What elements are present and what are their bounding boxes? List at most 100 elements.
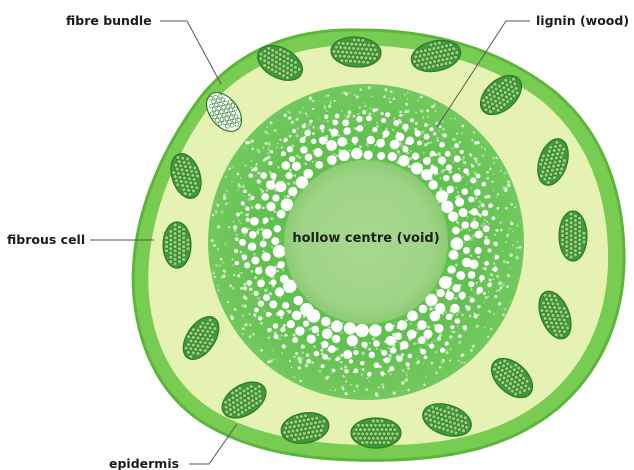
fibrous-cell [380,428,384,432]
fibrous-cell [578,221,582,225]
stipple-dot [503,260,507,264]
stipple-dot [500,229,503,232]
fibrous-cell [380,419,384,423]
stipple-dot [229,168,231,170]
pore [372,127,377,132]
fibrous-cell [287,430,291,434]
stipple-dot [460,355,462,357]
stipple-dot [341,331,343,333]
stipple-dot [406,110,409,113]
stipple-dot [482,155,484,157]
pore [372,108,376,112]
stipple-dot [421,130,424,133]
stipple-dot [445,351,448,354]
fibrous-cell [565,236,569,240]
stipple-dot [474,201,475,202]
stipple-dot [507,180,510,183]
pore [354,368,359,373]
pore [233,225,237,229]
stipple-dot [479,228,481,230]
stipple-dot [320,349,323,352]
fibrous-cell [389,436,393,440]
stipple-dot [257,171,260,174]
stipple-dot [431,341,433,343]
stipple-dot [385,128,388,131]
stipple-dot [333,153,336,156]
fibrous-cell [359,428,363,432]
fibrous-cell [565,249,569,253]
stipple-dot [390,90,393,93]
stipple-dot [255,163,258,166]
stipple-dot [459,341,460,342]
stipple-dot [502,314,505,317]
stipple-dot [504,172,507,175]
stipple-dot [393,391,396,394]
pore [280,275,289,284]
stipple-dot [492,157,494,159]
pore [464,235,471,242]
stipple-dot [461,133,463,135]
fibrous-cell [334,54,338,58]
stipple-dot [496,207,499,210]
stipple-dot [327,95,329,97]
stipple-dot [364,105,367,108]
fibrous-cell [561,225,565,229]
pore [471,221,479,229]
stipple-dot [466,182,467,183]
fibrous-cell [565,227,569,231]
stipple-dot [251,148,254,151]
pore [424,355,428,359]
pore [438,156,446,164]
stipple-dot [437,140,440,143]
fibrous-cell [182,245,186,249]
stipple-dot [215,264,217,266]
stipple-dot [269,171,272,174]
pore [243,286,247,290]
fibrous-cell [303,414,307,418]
stipple-dot [468,269,470,271]
stipple-dot [270,360,273,363]
stipple-dot [392,129,395,132]
fibrous-cell [182,236,186,240]
stipple-dot [422,117,424,119]
stipple-dot [231,258,233,260]
fibrous-cell [165,236,169,240]
stipple-dot [477,256,480,259]
stipple-dot [242,195,243,196]
stipple-dot [291,367,293,369]
stipple-dot [248,335,251,338]
fibrous-cell [352,432,356,436]
stipple-dot [423,383,426,386]
stipple-dot [245,141,248,144]
stipple-dot [480,224,482,226]
stipple-dot [470,188,472,190]
stipple-dot [442,139,443,140]
pore [303,321,309,327]
stipple-dot [289,169,292,172]
pore [292,337,298,343]
fibrous-cell [384,436,388,440]
stipple-dot [231,181,233,183]
stipple-dot [244,147,246,149]
pore [243,189,247,193]
stipple-dot [220,258,223,261]
pore [471,208,478,215]
stipple-dot [442,128,445,131]
pore [437,337,441,341]
pore [450,304,459,313]
stipple-dot [331,373,332,374]
stipple-dot [470,254,472,256]
stipple-dot [516,225,518,227]
pore [258,316,263,321]
fibre-bundle [163,222,191,268]
stipple-dot [450,348,452,350]
fibrous-cell [318,420,322,424]
stipple-dot [510,203,513,206]
pore [255,204,261,210]
stipple-dot [515,256,519,260]
stipple-dot [389,101,391,103]
stipple-dot [303,107,305,109]
fibrous-cell [309,421,313,425]
stipple-dot [390,95,391,96]
stipple-dot [301,351,304,354]
